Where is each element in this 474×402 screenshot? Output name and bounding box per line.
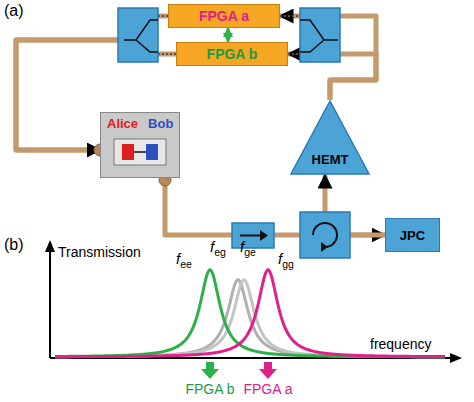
lorentzian-curve (55, 270, 445, 357)
readout-arrows (201, 362, 277, 379)
frequency-label: fgg (278, 250, 294, 270)
frequency-label: fge (240, 238, 256, 258)
text-label: frequency (370, 336, 431, 352)
jpc-box: JPC (385, 218, 440, 252)
frequency-label: feg (210, 238, 226, 258)
lorentzian-curve (55, 270, 445, 357)
frequency-label: fee (176, 250, 192, 270)
circulator (300, 212, 350, 258)
transmission-curves (55, 270, 445, 357)
fpga-box: FPGA b (176, 42, 288, 66)
node-label: FPGA a (199, 8, 249, 24)
node-label: Bob (148, 116, 173, 131)
lorentzian-curve (55, 280, 445, 357)
qubit-chip (110, 135, 170, 169)
node-label: HEMT (312, 152, 349, 167)
text-label: (a) (4, 2, 24, 20)
text-label: FPGA b (185, 381, 234, 397)
sample-box: Alice Bob (100, 112, 180, 178)
hemt-amplifier: HEMT (290, 100, 370, 175)
right-switch (280, 8, 340, 62)
text-label: (b) (4, 236, 24, 254)
fpga-box: FPGA a (168, 4, 280, 28)
axes (45, 240, 462, 363)
node-label: Alice (107, 116, 138, 131)
isolator (232, 223, 274, 248)
node-label: FPGA b (207, 46, 258, 62)
feedback-arrow (227, 28, 230, 42)
lorentzian-curve (55, 280, 445, 357)
text-label: FPGA a (243, 381, 292, 397)
coax-cable (165, 178, 385, 235)
node-label: JPC (400, 228, 425, 243)
text-row: Alice Bob (107, 116, 173, 131)
text-label: Transmission (58, 244, 141, 260)
